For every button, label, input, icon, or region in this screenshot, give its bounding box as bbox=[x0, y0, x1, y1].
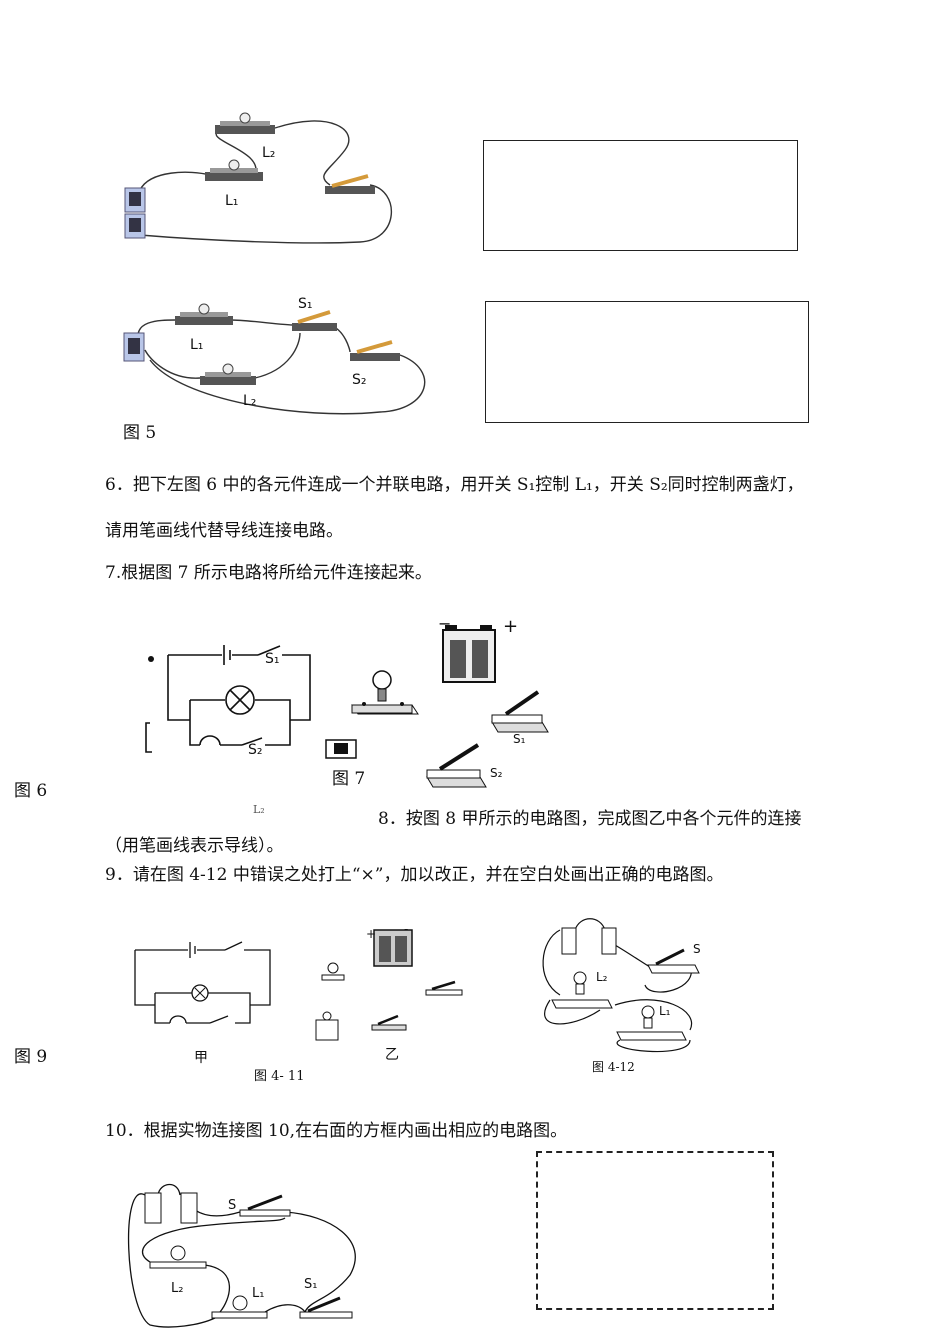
lamp-l2-icon bbox=[215, 112, 275, 134]
label-jia: 甲 bbox=[194, 1050, 208, 1066]
switch-s2-icon bbox=[426, 743, 487, 788]
label-s2: S₂ bbox=[248, 742, 263, 758]
figure-9-caption: 图 9 bbox=[14, 1047, 48, 1067]
lamp-l1-icon bbox=[616, 1005, 687, 1041]
answer-box-1[interactable] bbox=[483, 140, 798, 251]
label-s1-device: S₁ bbox=[513, 732, 526, 746]
bell-icon bbox=[315, 1011, 339, 1041]
label-s1: S₁ bbox=[304, 1277, 318, 1292]
label-s: S bbox=[228, 1198, 237, 1213]
question-9-text: 9．请在图 4-12 中错误之处打上“×”，加以改正，并在空白处画出正确的电路图… bbox=[105, 865, 724, 885]
question-6-line2: 请用笔画线代替导线连接电路。 bbox=[105, 521, 343, 541]
switch-icon bbox=[425, 980, 463, 996]
switch-icon bbox=[371, 1014, 407, 1031]
figure-4-12-caption: 图 4-12 bbox=[592, 1060, 635, 1074]
lamp-holder-icon bbox=[351, 670, 419, 715]
question-8-line1: 8．按图 8 甲所示的电路图，完成图乙中各个元件的连接 bbox=[378, 809, 802, 829]
label-yi: 乙 bbox=[385, 1047, 399, 1063]
lamp-icon bbox=[321, 962, 345, 981]
question-10-text: 10．根据实物连接图 10,在右面的方框内画出相应的电路图。 bbox=[105, 1121, 568, 1141]
switch-s2-icon bbox=[350, 340, 400, 361]
label-l1: L₁ bbox=[252, 1286, 265, 1301]
label-l2: L₂ bbox=[262, 145, 276, 161]
lamp-l2-icon bbox=[149, 1245, 207, 1269]
switch-s1-icon bbox=[292, 310, 337, 331]
label-l1: L₁ bbox=[659, 1004, 671, 1018]
label-minus: − bbox=[438, 614, 452, 633]
label-s2: S₂ bbox=[352, 372, 367, 388]
figure-4-11-caption: 图 4- 11 bbox=[254, 1069, 305, 1084]
lamp-l2-icon bbox=[551, 971, 613, 1009]
switch-icon bbox=[647, 948, 700, 974]
figure-9-diagrams bbox=[134, 918, 700, 1053]
label-l1: L₁ bbox=[225, 193, 239, 209]
question-7-text: 7.根据图 7 所示电路将所给元件连接起来。 bbox=[105, 563, 432, 583]
battery-box-icon bbox=[373, 929, 413, 967]
label-plus: + bbox=[503, 616, 519, 637]
label-minus: - bbox=[404, 922, 409, 936]
question-8-line2: （用笔画线表示导线）。 bbox=[105, 836, 284, 856]
lamp-l1-icon bbox=[205, 159, 263, 181]
label-l2: L₂ bbox=[596, 970, 608, 984]
lamp-l1-icon bbox=[211, 1295, 268, 1319]
label-s: S bbox=[693, 942, 701, 956]
label-l2: L₂ bbox=[171, 1281, 184, 1296]
label-l1: L₁ bbox=[190, 337, 204, 353]
battery-icon bbox=[561, 927, 617, 955]
bell-icon bbox=[325, 739, 357, 759]
switch-s-icon bbox=[239, 1194, 291, 1217]
lamp-l1-icon bbox=[175, 303, 233, 325]
switch-icon bbox=[325, 174, 375, 194]
switch-s1-icon bbox=[299, 1296, 353, 1319]
battery-icon bbox=[124, 187, 146, 239]
stray-label: L₂ bbox=[253, 803, 265, 816]
label-s1: S₁ bbox=[265, 651, 280, 667]
figure-5-diagrams bbox=[123, 112, 426, 415]
figure-6-7-diagrams bbox=[145, 625, 549, 788]
figure-5-caption: 图 5 bbox=[123, 423, 157, 443]
label-s1: S₁ bbox=[298, 296, 313, 312]
lamp-l2-icon bbox=[200, 363, 256, 385]
battery-icon bbox=[144, 1192, 198, 1224]
answer-box-2[interactable] bbox=[485, 301, 809, 423]
switch-s1-icon bbox=[491, 690, 549, 733]
label-s2-device: S₂ bbox=[490, 766, 503, 780]
label-l2: L₂ bbox=[243, 393, 257, 409]
label-plus: + bbox=[366, 927, 377, 941]
figure-7-caption: 图 7 bbox=[332, 769, 366, 789]
question-6-line1: 6．把下左图 6 中的各元件连成一个并联电路，用开关 S₁控制 L₁，开关 S₂… bbox=[105, 475, 804, 495]
battery-icon bbox=[123, 332, 145, 362]
figure-6-caption: 图 6 bbox=[14, 781, 48, 801]
battery-box-icon bbox=[442, 625, 496, 683]
answer-box-dashed[interactable] bbox=[536, 1151, 774, 1310]
